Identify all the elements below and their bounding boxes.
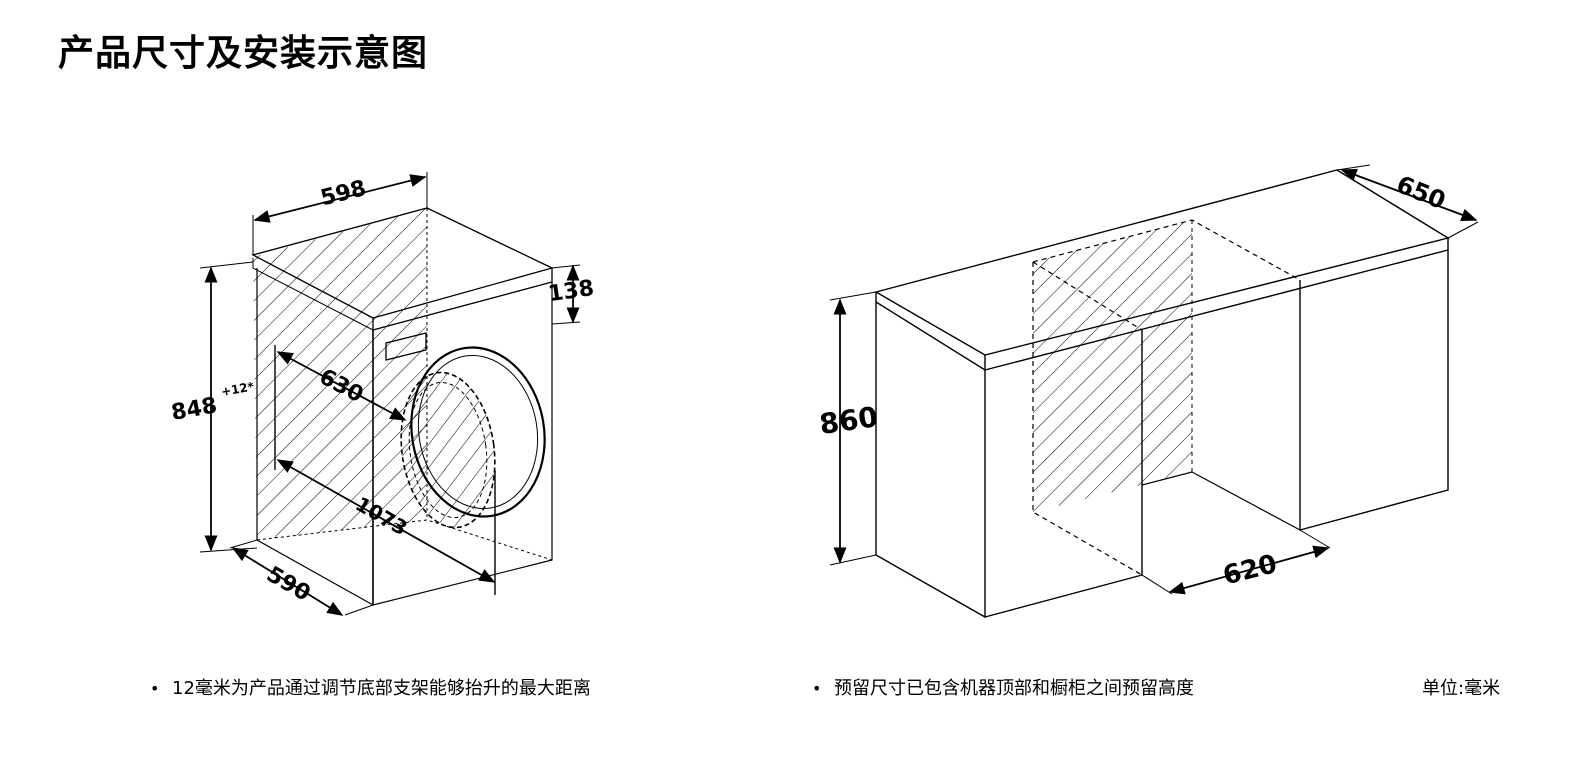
dim-arrow-598 [253, 174, 427, 223]
dim-arrow-620 [1168, 545, 1330, 595]
cabinet-drawing [829, 164, 1479, 619]
label-cabinet-depth: 650 [1393, 170, 1450, 215]
label-cabinet-width: 620 [1220, 549, 1280, 591]
note-right: • 预留尺寸已包含机器顶部和橱柜之间预留高度 [812, 674, 1194, 700]
bullet-left: • [150, 679, 160, 698]
dim-arrow-590 [231, 547, 344, 616]
note-right-text: 预留尺寸已包含机器顶部和橱柜之间预留高度 [834, 678, 1194, 699]
note-left: • 12毫米为产品通过调节底部支架能够抬升的最大距离 [150, 674, 591, 700]
note-left-text: 12毫米为产品通过调节底部支架能够抬升的最大距离 [172, 678, 591, 699]
label-machine-width: 598 [318, 176, 369, 211]
dim-arrow-630 [276, 351, 407, 421]
dim-arrow-1073 [276, 459, 496, 583]
unit-label: 单位:毫米 [1422, 678, 1501, 699]
dim-arrow-650 [1340, 169, 1478, 221]
bullet-right: • [812, 679, 822, 698]
label-machine-top-height: 138 [547, 276, 596, 307]
page-title: 产品尺寸及安装示意图 [58, 33, 429, 74]
label-machine-depth: 590 [262, 562, 314, 607]
washing-machine-drawing [199, 172, 581, 616]
label-machine-height-adjust: +12* [220, 379, 256, 399]
label-cabinet-height: 860 [817, 400, 879, 441]
